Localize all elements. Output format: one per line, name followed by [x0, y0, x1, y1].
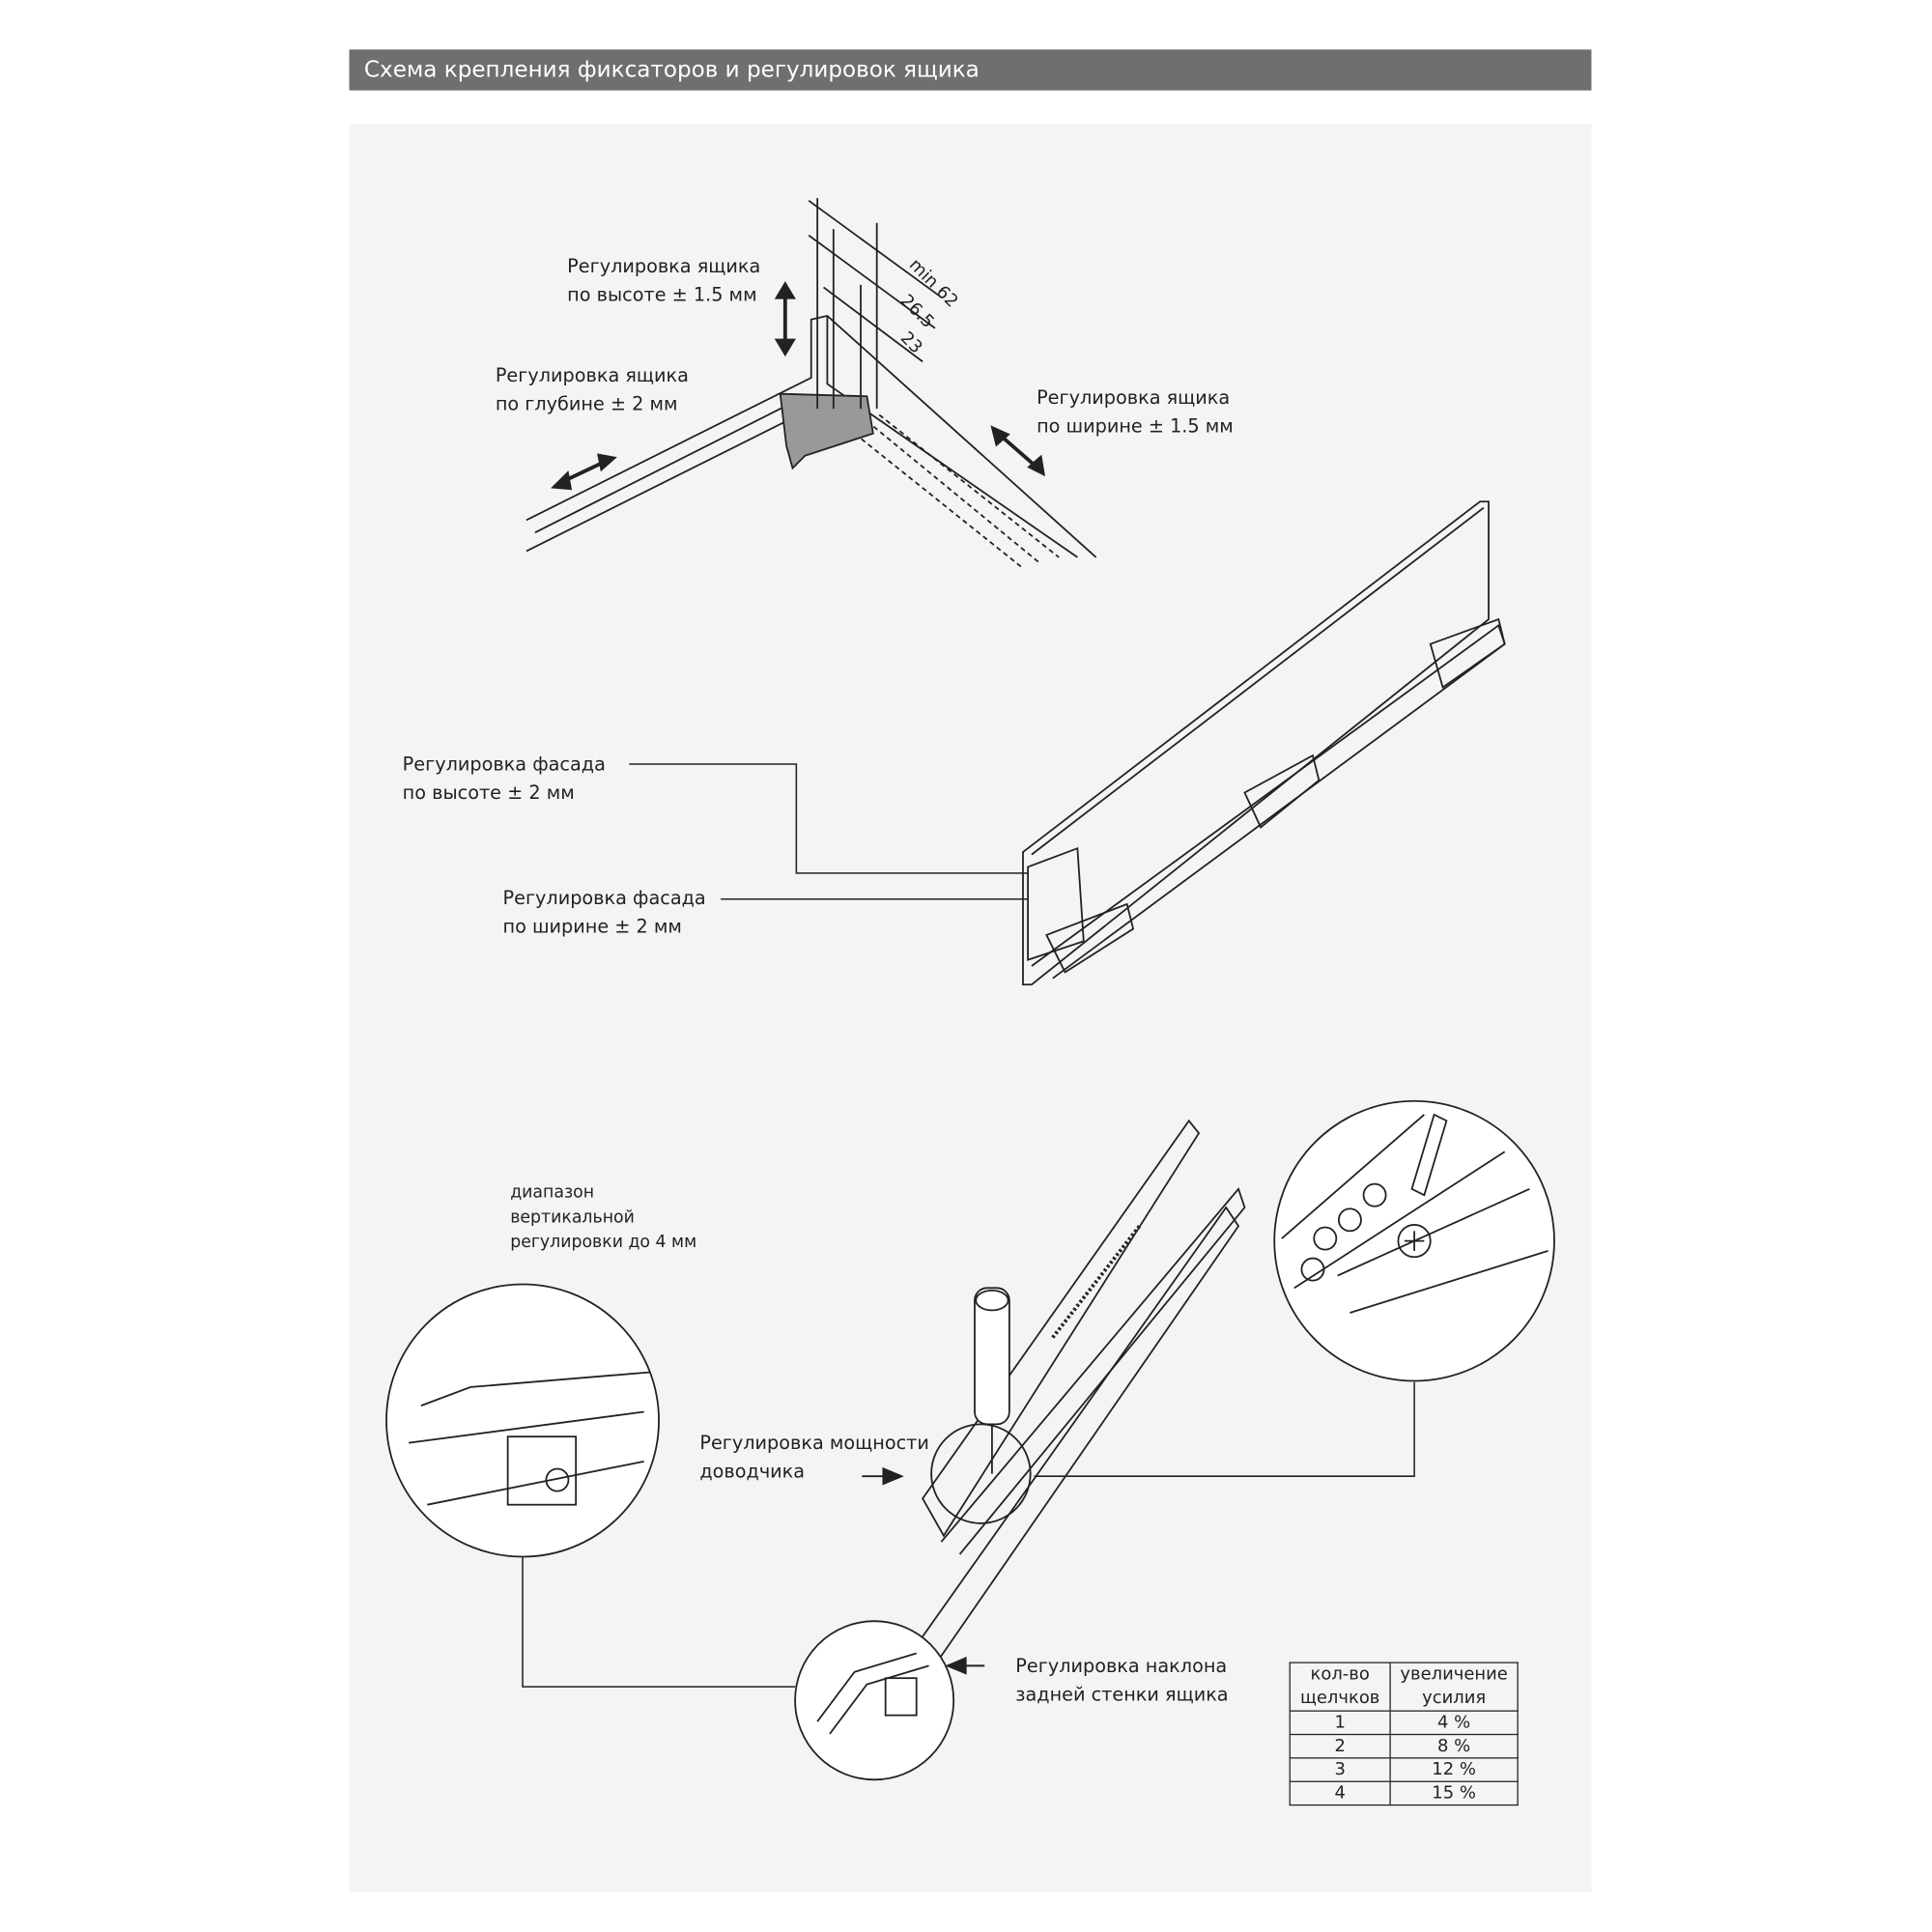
closer-power-label: Регулировка мощности доводчика — [699, 1429, 929, 1486]
label-line: Регулировка наклона — [1015, 1654, 1228, 1677]
header-line: увеличение — [1400, 1664, 1508, 1685]
label-line: доводчика — [699, 1460, 806, 1483]
label-line: вертикальной — [510, 1207, 635, 1228]
drawer-depth-label: Регулировка ящика по глубине ± 2 мм — [496, 361, 689, 418]
runner-assembly — [866, 1119, 1246, 1728]
back-tilt-label: Регулировка наклона задней стенки ящика — [1015, 1652, 1228, 1709]
table-header-row: кол-во щелчков увеличение усилия — [1289, 1662, 1519, 1712]
table-cell: 15 % — [1389, 1780, 1519, 1806]
label-line: диапазон — [510, 1182, 595, 1203]
page-title: Схема крепления фиксаторов и регулировок… — [349, 49, 1592, 91]
label-line: по ширине ± 1.5 мм — [1037, 414, 1234, 438]
facade-width-label: Регулировка фасада по ширине ± 2 мм — [503, 884, 706, 941]
label-line: Регулировка фасада — [502, 886, 706, 910]
table-cell: 4 — [1289, 1780, 1391, 1806]
label-line: Регулировка ящика — [1037, 385, 1231, 410]
label-line: задней стенки ящика — [1015, 1683, 1229, 1706]
header-line: усилия — [1422, 1688, 1487, 1708]
header-line: кол-во — [1310, 1664, 1370, 1685]
detail-bottom — [816, 1652, 929, 1735]
label-line: регулировки до 4 мм — [510, 1232, 697, 1253]
label-line: по высоте ± 1.5 мм — [567, 283, 757, 306]
label-line: Регулировка ящика — [567, 255, 761, 278]
table-header: увеличение усилия — [1389, 1662, 1519, 1712]
diagram-panel — [349, 124, 1592, 1892]
label-line: по ширине ± 2 мм — [502, 915, 682, 938]
facade-height-label: Регулировка фасада по высоте ± 2 мм — [403, 751, 606, 808]
table-cell: 12 % — [1389, 1757, 1519, 1782]
drawer-width-label: Регулировка ящика по ширине ± 1.5 мм — [1037, 384, 1234, 440]
label-line: Регулировка ящика — [495, 363, 689, 386]
zoom-circles — [385, 1099, 1555, 1781]
table-cell: 1 — [1289, 1710, 1391, 1736]
vertical-range-label: диапазон вертикальной регулировки до 4 м… — [510, 1180, 696, 1255]
label-line: Регулировка фасада — [402, 753, 606, 776]
drawer-side — [1022, 500, 1506, 986]
label-line: Регулировка мощности — [699, 1432, 929, 1455]
table-cell: 2 — [1289, 1733, 1391, 1759]
label-line: по высоте ± 2 мм — [402, 781, 575, 805]
label-line: по глубине ± 2 мм — [495, 392, 678, 415]
table-header: кол-во щелчков — [1289, 1662, 1391, 1712]
table-cell: 3 — [1289, 1757, 1391, 1782]
table-cell: 4 % — [1389, 1710, 1519, 1736]
header-line: щелчков — [1299, 1688, 1380, 1708]
callout-lines — [522, 763, 1415, 1688]
drawer-height-label: Регулировка ящика по высоте ± 1.5 мм — [567, 253, 760, 310]
corner-detail — [526, 198, 1097, 568]
detail-right — [1281, 1113, 1548, 1314]
detail-left — [408, 1371, 651, 1506]
table-cell: 8 % — [1389, 1733, 1519, 1759]
